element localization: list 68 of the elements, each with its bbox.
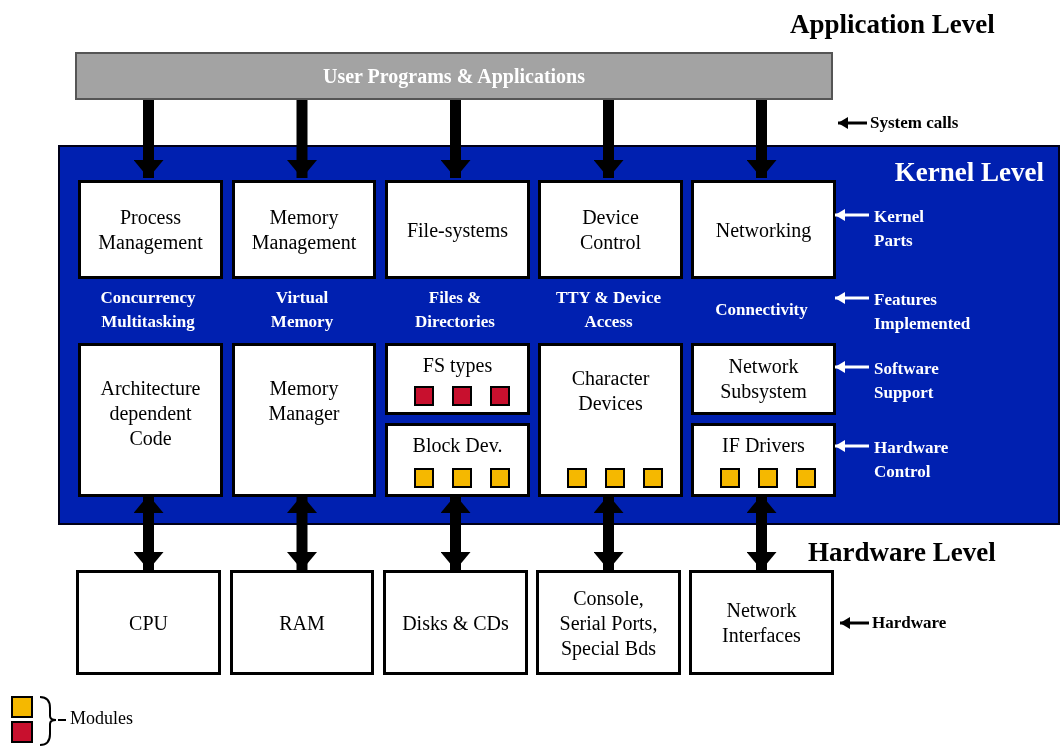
feature-label: Files & Directories [414, 287, 496, 333]
program-bar-title: User Programs & Applications [322, 64, 586, 89]
arrow [746, 100, 777, 178]
side-label: Hardware Control [874, 437, 950, 483]
box-label: Character Devices [570, 366, 651, 416]
arrow [133, 100, 164, 178]
arrow [133, 495, 164, 570]
arrow [838, 117, 867, 129]
side-label: Kernel Parts [874, 206, 926, 252]
process-box [691, 423, 836, 497]
process-box [78, 343, 223, 497]
box-label: Networking [714, 217, 813, 242]
arrow [835, 209, 869, 221]
process-box [385, 423, 530, 497]
level-title: Hardware Level [808, 536, 997, 569]
arrow [840, 617, 869, 629]
legend-label: Modules [70, 708, 133, 729]
hardware-box [536, 570, 681, 675]
arrow [593, 100, 624, 178]
hardware-box [689, 570, 834, 675]
process-box [232, 180, 376, 279]
arrow [593, 495, 624, 570]
level-title: Kernel Level [894, 157, 1044, 188]
box-label: IF Drivers [721, 433, 806, 458]
box-label: Architecture dependent Code [99, 376, 202, 451]
box-label: Block Dev. [411, 433, 504, 458]
process-box [385, 343, 530, 415]
side-label: System calls [870, 112, 960, 134]
hardware-box [230, 570, 374, 675]
arrow [835, 440, 869, 452]
box-label: Network Interfaces [721, 597, 802, 648]
arrow [287, 495, 317, 570]
process-box [538, 343, 683, 497]
process-box [232, 343, 376, 497]
kernel-panel [58, 145, 1060, 525]
process-box [691, 343, 836, 415]
feature-label: Connectivity [714, 299, 809, 321]
side-label: Software Support [874, 358, 940, 404]
process-box [538, 180, 683, 279]
level-title: Application Level [790, 8, 996, 41]
box-label: CPU [128, 610, 169, 635]
program-bar [75, 52, 833, 100]
box-label: FS types [421, 353, 494, 378]
hardware-box [76, 570, 221, 675]
box-label: Memory Manager [267, 376, 341, 426]
arrow [440, 495, 471, 570]
arrow [835, 292, 869, 304]
feature-label: Virtual Memory [269, 287, 335, 333]
box-label: Console, Serial Ports, Special Bds [558, 585, 659, 660]
side-label: Features Implemented [874, 289, 972, 335]
arrow [440, 100, 471, 178]
hardware-box [383, 570, 528, 675]
box-label: File-systems [405, 217, 510, 242]
process-box [385, 180, 530, 279]
box-label: Device Control [578, 204, 643, 255]
arrow [287, 100, 317, 178]
box-label: Disks & CDs [401, 610, 510, 635]
feature-label: Concurrency Multitasking [99, 287, 197, 333]
feature-label: TTY & Device Access [554, 287, 663, 333]
process-box [78, 180, 223, 279]
box-label: RAM [278, 610, 326, 635]
box-label: Process Management [97, 204, 204, 255]
side-label: Hardware [872, 612, 948, 634]
arrow [746, 495, 777, 570]
box-label: Network Subsystem [719, 354, 808, 404]
box-label: Memory Management [250, 204, 358, 255]
process-box [691, 180, 836, 279]
arrow [835, 361, 869, 373]
